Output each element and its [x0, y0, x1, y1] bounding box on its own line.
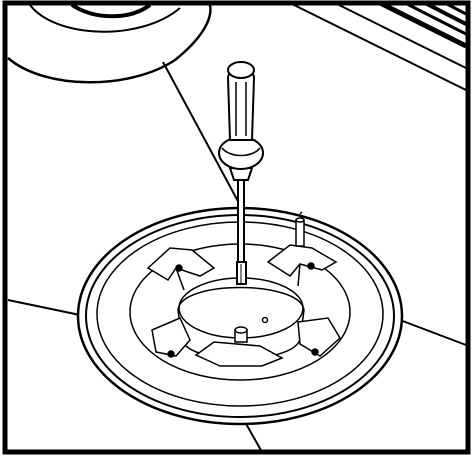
- cooktop-seam-line: [7, 299, 81, 316]
- control-panel-edge: [424, 1, 467, 26]
- center-screw-head: [234, 326, 248, 334]
- bracket-screw-hole: [311, 348, 319, 356]
- control-panel-edge: [378, 0, 468, 49]
- bracket-screw-hole: [175, 264, 183, 272]
- bracket-edge: [175, 267, 185, 291]
- neighbor-burner-outer-ring: [7, 4, 212, 84]
- control-panel-edge: [334, 2, 467, 69]
- igniter-post: [295, 219, 305, 247]
- control-panel-edge: [444, 1, 467, 16]
- screwdriver-handle-bulb: [218, 136, 264, 170]
- burner-brackets: [146, 244, 341, 367]
- cup-hole: [261, 316, 269, 324]
- cooktop-seam-line: [399, 319, 467, 346]
- bracket-bottom-center: [194, 341, 284, 367]
- igniter-electrode: [295, 211, 305, 247]
- cooktop-seam-line: [162, 61, 241, 206]
- screwdriver-shaft: [237, 171, 245, 265]
- control-panel-edge: [404, 1, 467, 36]
- bracket-top-right: [266, 244, 338, 277]
- cooktop-seam-line: [244, 421, 263, 453]
- neighbor-burner-inner-ring: [29, 4, 181, 33]
- bracket-bottom-right: [297, 317, 341, 357]
- bracket-screw-hole: [167, 350, 175, 358]
- bracket-edge: [297, 263, 301, 287]
- bracket-bottom-left: [151, 317, 191, 357]
- neighbor-burner-cap: [70, 3, 152, 19]
- control-panel-edge: [289, 2, 467, 91]
- screwdriver-handle-grip: [226, 68, 256, 141]
- screwdriver-handle-ring: [221, 147, 261, 157]
- screwdriver-handle-cap: [227, 61, 255, 79]
- center-screw: [234, 326, 248, 343]
- igniter-lead: [299, 211, 303, 215]
- bracket-screw-hole: [307, 262, 315, 270]
- cooktop-surface: [7, 0, 468, 453]
- bracket-top-left: [146, 247, 216, 282]
- screwdriver-icon: [218, 61, 264, 285]
- igniter-top: [295, 217, 305, 223]
